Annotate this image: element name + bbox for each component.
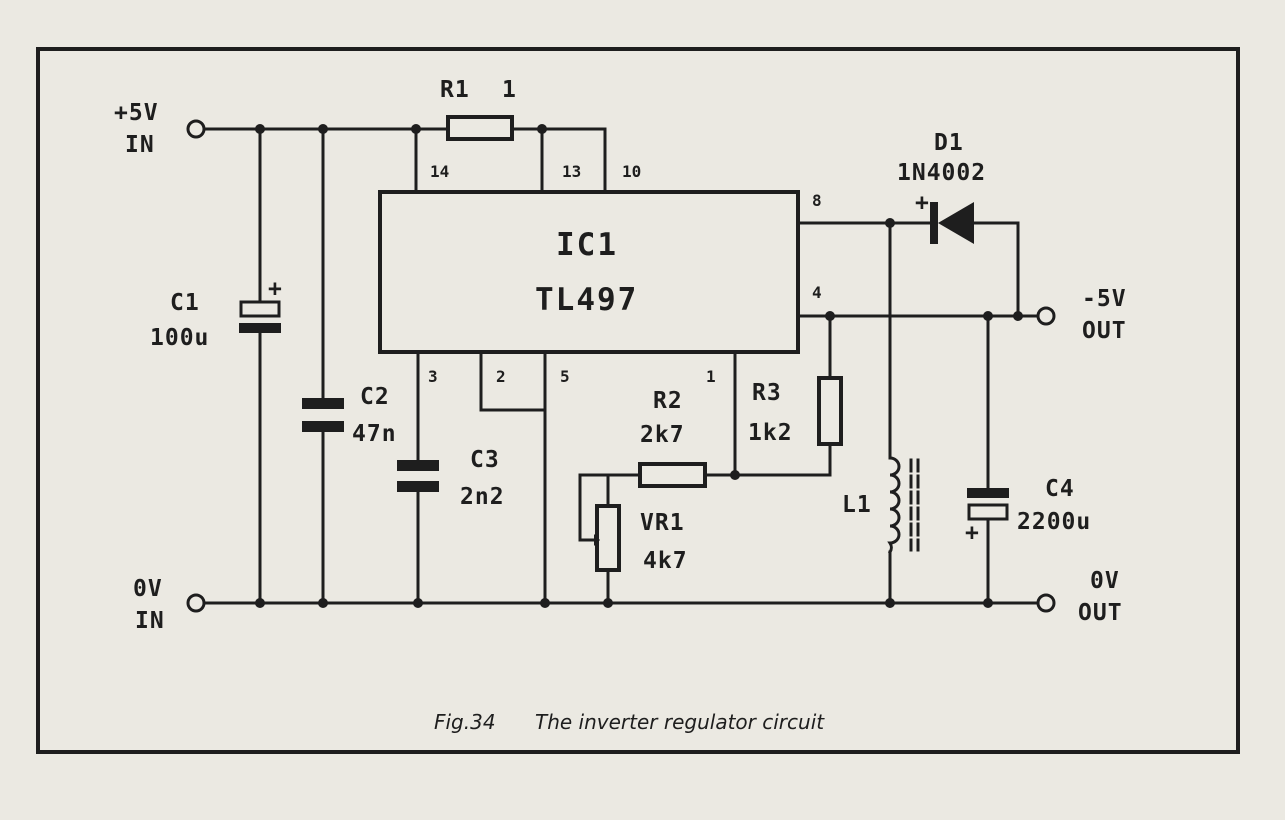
top-rail-wire	[202, 127, 607, 194]
c2-capacitor	[302, 127, 344, 605]
r2-ref-label: R2	[653, 388, 683, 414]
figure-border	[36, 47, 1240, 754]
terminal-gnd-out	[1036, 593, 1056, 613]
label-vout-volts: -5V	[1082, 286, 1127, 312]
c2-value-label: 47n	[352, 421, 397, 447]
ic1-part: TL497	[535, 282, 638, 318]
c3-value-label: 2n2	[460, 484, 505, 510]
label-gnd-in-volts: 0V	[133, 576, 163, 602]
label-gnd-out-out: OUT	[1078, 600, 1123, 626]
label-gnd-in-in: IN	[135, 608, 165, 634]
pin-4: 4	[812, 283, 822, 302]
vr1-potentiometer	[594, 504, 621, 572]
output-wires	[796, 221, 1040, 605]
label-vin-in: IN	[125, 132, 155, 158]
l1-ref-label: L1	[842, 492, 872, 518]
terminal-gnd-in	[186, 593, 206, 613]
c4-plus-mark: +	[965, 520, 980, 546]
terminal-vout	[1036, 306, 1056, 326]
c3-ref-label: C3	[470, 447, 500, 473]
l1-inductor	[887, 456, 920, 555]
c3-capacitor	[397, 350, 439, 605]
d1-ref-label: D1	[934, 130, 964, 156]
junction-dots	[255, 124, 1023, 608]
figure-caption: The inverter regulator circuit	[535, 710, 825, 734]
terminal-vin	[186, 119, 206, 139]
r2-resistor	[638, 462, 707, 488]
r3-resistor	[817, 376, 843, 446]
pin-1: 1	[706, 367, 716, 386]
vr1-ref-label: VR1	[640, 510, 685, 536]
pin2-pin5-link-wire	[479, 350, 547, 605]
c1-value-label: 100u	[150, 325, 209, 351]
pin-5: 5	[560, 367, 570, 386]
c4-capacitor	[967, 314, 1009, 605]
pin-13: 13	[562, 162, 581, 181]
r3-value-label: 1k2	[748, 420, 793, 446]
c1-capacitor	[239, 127, 281, 605]
r1-ref-label: R1	[440, 77, 470, 103]
label-vout-out: OUT	[1082, 318, 1127, 344]
feedback-wire	[578, 314, 832, 605]
pin-10: 10	[622, 162, 641, 181]
vr1-value-label: 4k7	[643, 548, 688, 574]
d1-plus-mark: +	[915, 190, 930, 216]
c4-value-label: 2200u	[1017, 509, 1091, 535]
c1-ref-label: C1	[170, 290, 200, 316]
pin-8: 8	[812, 191, 822, 210]
figure-number: Fig.34	[434, 710, 496, 734]
r1-resistor	[446, 115, 514, 141]
r1-value-label: 1	[502, 77, 517, 103]
label-gnd-out-volts: 0V	[1090, 568, 1120, 594]
c1-plus-mark: +	[268, 276, 283, 302]
pin-2: 2	[496, 367, 506, 386]
pin-14: 14	[430, 162, 449, 181]
d1-diode	[930, 202, 974, 244]
ic1-body	[378, 190, 800, 354]
ic1-ref: IC1	[556, 227, 618, 263]
c2-ref-label: C2	[360, 384, 390, 410]
pin-3: 3	[428, 367, 438, 386]
r3-ref-label: R3	[752, 380, 782, 406]
r2-value-label: 2k7	[640, 422, 685, 448]
d1-value-label: 1N4002	[897, 160, 986, 186]
label-vin-volts: +5V	[114, 100, 159, 126]
c4-ref-label: C4	[1045, 476, 1075, 502]
